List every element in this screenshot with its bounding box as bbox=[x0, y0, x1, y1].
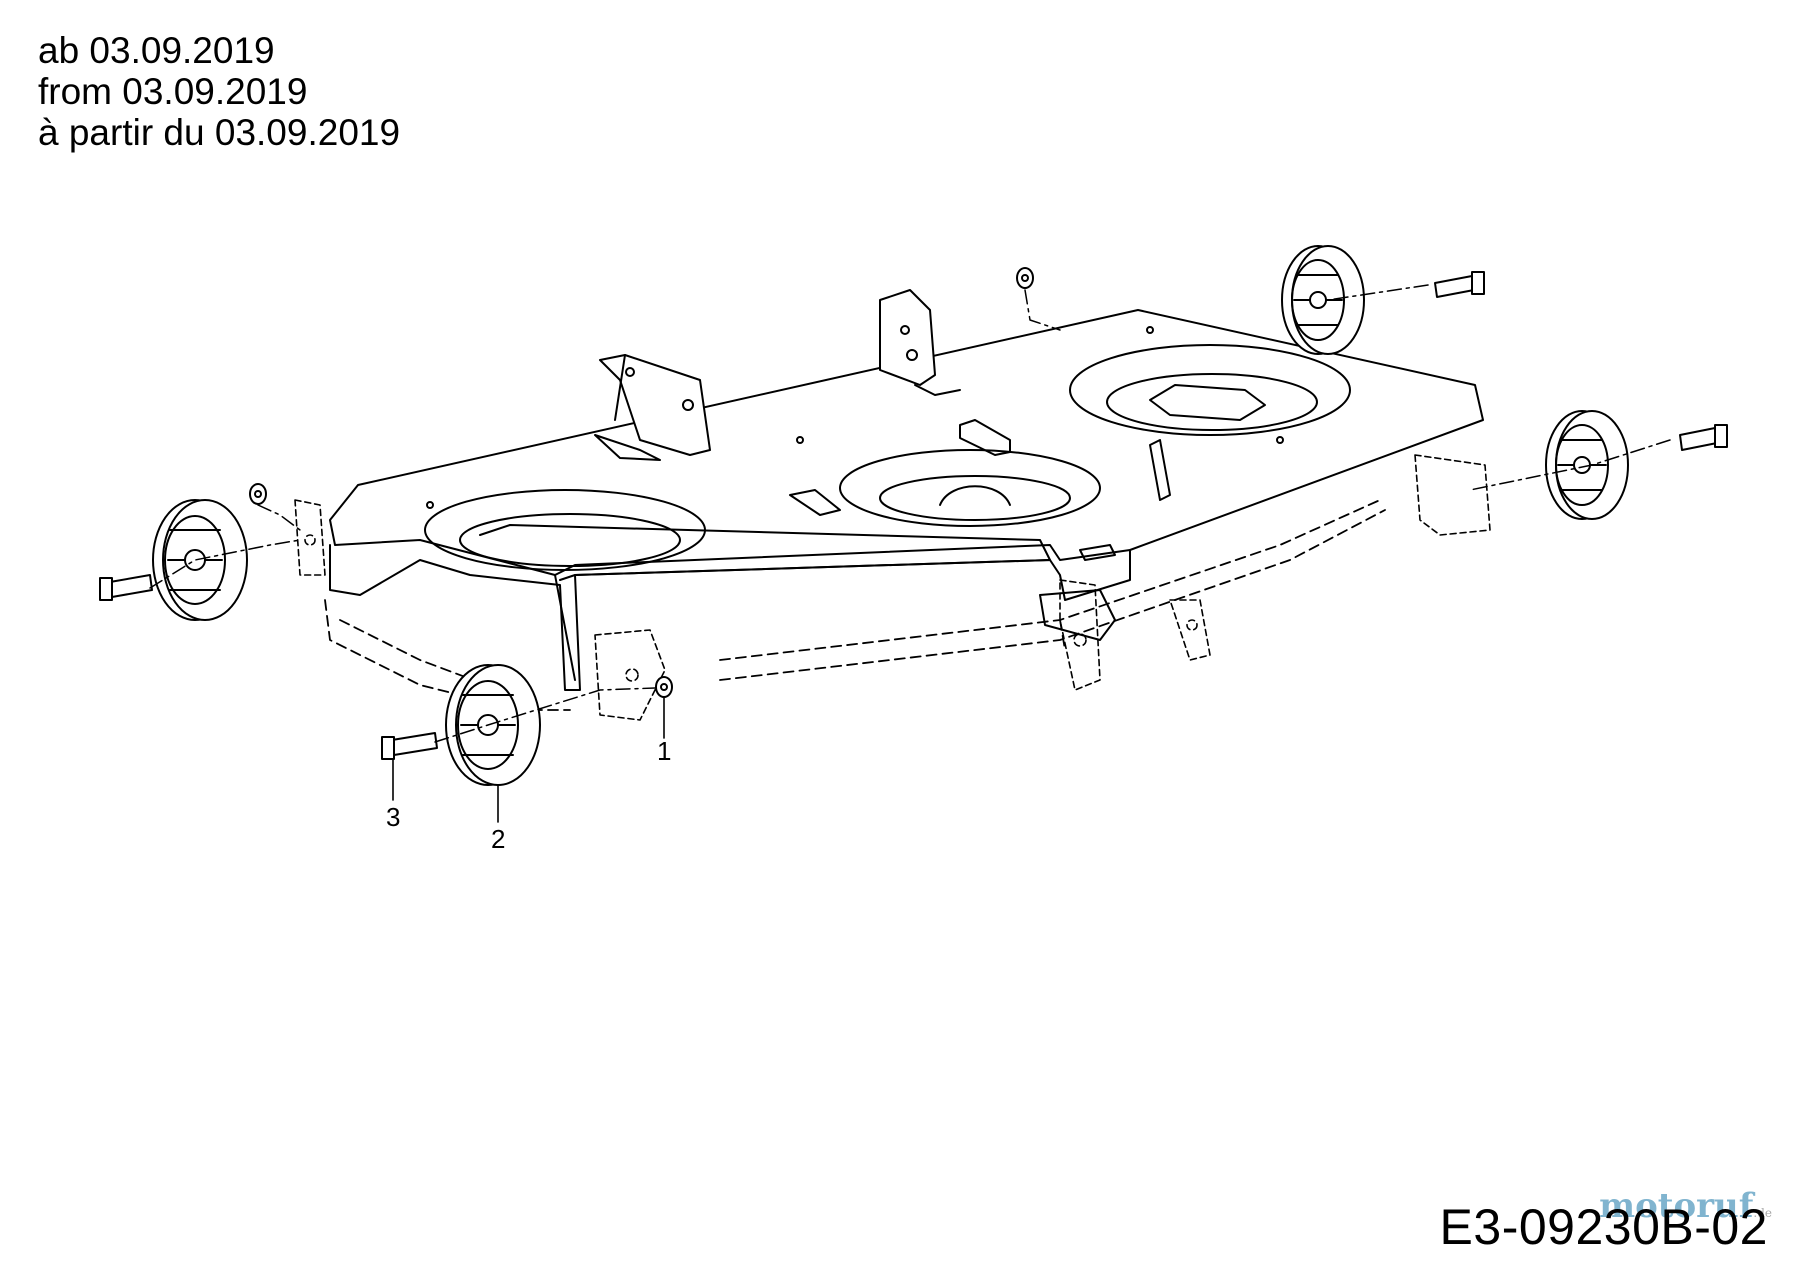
callout-1: 1 bbox=[657, 736, 671, 766]
wheel-left bbox=[152, 499, 248, 621]
nut-left bbox=[249, 483, 267, 505]
wheel-front bbox=[445, 664, 541, 786]
callout-leaders bbox=[392, 696, 665, 823]
nut-front bbox=[655, 676, 673, 698]
validity-line-de: ab 03.09.2019 bbox=[38, 30, 275, 71]
deck-top-plate bbox=[329, 309, 1484, 576]
center-spindle-opening bbox=[839, 449, 1101, 527]
bolt-rear bbox=[1434, 271, 1485, 298]
watermark-brand: motoruf bbox=[1599, 1186, 1754, 1226]
drawing-code: E3-09230B-02 bbox=[1439, 1199, 1768, 1255]
nut-rear bbox=[1016, 267, 1034, 289]
wheel-rear bbox=[1281, 245, 1365, 355]
roller-bracket-right bbox=[1059, 454, 1491, 691]
validity-line-en: from 03.09.2019 bbox=[38, 71, 308, 112]
left-mounting-bracket bbox=[594, 354, 711, 461]
bolt-left bbox=[99, 574, 153, 601]
watermark-logo: motoruf.de bbox=[1599, 1186, 1772, 1226]
right-mounting-bracket bbox=[879, 289, 961, 396]
callout-2: 2 bbox=[491, 824, 505, 854]
belt-channel bbox=[479, 524, 1051, 581]
bolt-right bbox=[1679, 424, 1728, 451]
validity-line-fr: à partir du 03.09.2019 bbox=[38, 112, 401, 153]
deck-front-skirt bbox=[329, 544, 1131, 691]
watermark-suffix: .de bbox=[1753, 1206, 1772, 1220]
roller-bracket-left bbox=[294, 499, 326, 576]
callout-3: 3 bbox=[386, 802, 400, 832]
validity-header: ab 03.09.2019 from 03.09.2019 à partir d… bbox=[38, 30, 400, 153]
roller-bracket-front bbox=[594, 629, 666, 721]
wheel-right bbox=[1545, 410, 1629, 520]
deck-hardware bbox=[426, 326, 1284, 641]
right-spindle-opening bbox=[1069, 344, 1351, 436]
assembly-lines bbox=[149, 284, 1671, 743]
bolt-front bbox=[381, 732, 438, 760]
